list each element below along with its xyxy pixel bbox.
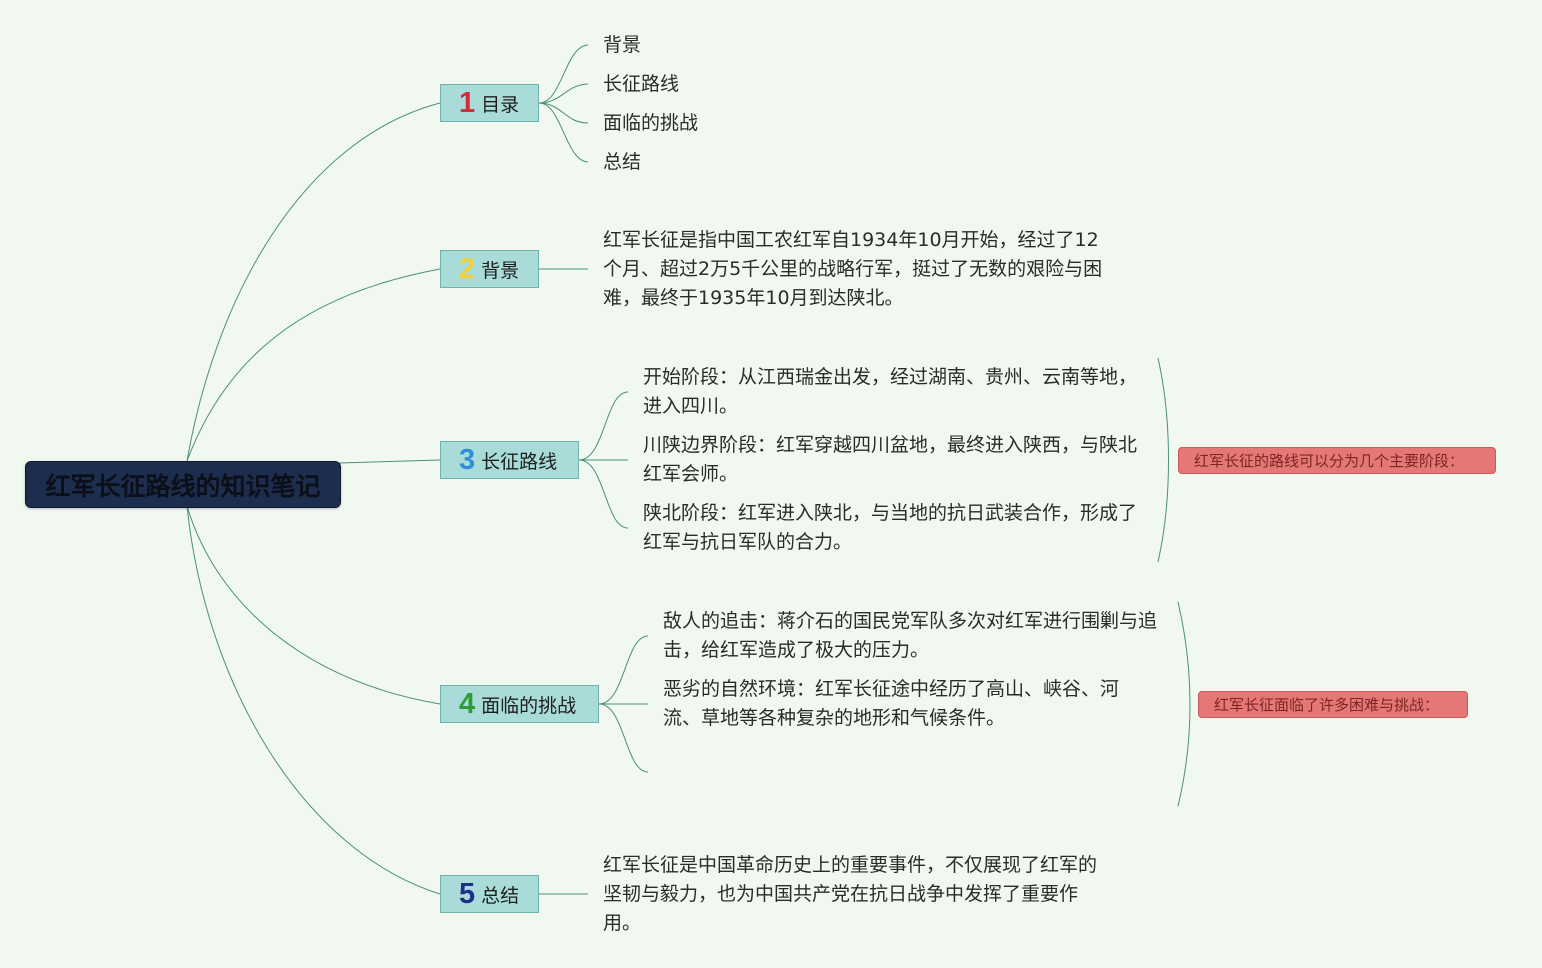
- subtopic-item[interactable]: 总结: [603, 151, 642, 173]
- link-t1-item4: [538, 102, 589, 163]
- paragraph: 红军长征是指中国工农红军自1934年10月开始，经过了12个月、超过2万5千公里…: [603, 229, 1103, 309]
- subtopic-item[interactable]: 敌人的追击：蒋介石的国民党军队多次对红军进行围剿与追击，给红军造成了极大的压力。: [663, 607, 1168, 665]
- topic-label: 面临的挑战: [481, 694, 577, 717]
- link-t1-item2: [538, 83, 589, 104]
- link-root-topic5: [186, 505, 441, 895]
- topic-label: 背景: [481, 259, 520, 282]
- topic-number-2: 2: [459, 252, 476, 285]
- paragraph: 恶劣的自然环境：红军长征途中经历了高山、峡谷、河流、草地等各种复杂的地形和气候条…: [663, 678, 1120, 729]
- subtopic-item[interactable]: 背景: [603, 34, 642, 56]
- summary-note-challenges[interactable]: 红军长征面临了许多困难与挑战：: [1198, 691, 1468, 718]
- subtopic-item[interactable]: 恶劣的自然环境：红军长征途中经历了高山、峡谷、河流、草地等各种复杂的地形和气候条…: [663, 675, 1153, 733]
- subtopic-item[interactable]: 川陕边界阶段：红军穿越四川盆地，最终进入陕西，与陕北红军会师。: [643, 431, 1148, 489]
- topic-background[interactable]: 2 背景: [440, 250, 539, 288]
- topic-label: 长征路线: [481, 450, 558, 473]
- topic-number-3: 3: [459, 443, 476, 476]
- root-topic[interactable]: 红军长征路线的知识笔记: [25, 461, 341, 508]
- link-t3-item3: [578, 459, 629, 529]
- link-t4-item3: [598, 703, 649, 773]
- link-root-topic4: [186, 505, 441, 705]
- subtopic-item[interactable]: 面临的挑战: [603, 112, 699, 134]
- paragraph: 敌人的追击：蒋介石的国民党军队多次对红军进行围剿与追击，给红军造成了极大的压力。: [663, 610, 1158, 661]
- link-root-topic1: [186, 102, 441, 462]
- summary-note-route[interactable]: 红军长征的路线可以分为几个主要阶段：: [1178, 447, 1496, 474]
- link-root-topic3: [338, 459, 441, 464]
- background-text[interactable]: 红军长征是指中国工农红军自1934年10月开始，经过了12个月、超过2万5千公里…: [603, 226, 1108, 313]
- topic-label: 目录: [481, 93, 520, 116]
- link-t1-item3: [538, 102, 589, 124]
- topic-contents[interactable]: 1 目录: [440, 84, 539, 122]
- summary-brace-4: [1177, 601, 1191, 807]
- link-root-topic2: [186, 268, 441, 462]
- topic-challenges[interactable]: 4 面临的挑战: [440, 685, 599, 723]
- topic-number-4: 4: [459, 687, 476, 720]
- paragraph: 川陕边界阶段：红军穿越四川盆地，最终进入陕西，与陕北红军会师。: [643, 434, 1138, 485]
- subtopic-item[interactable]: 陕北阶段：红军进入陕北，与当地的抗日武装合作，形成了红军与抗日军队的合力。: [643, 499, 1148, 557]
- paragraph: 红军长征是中国革命历史上的重要事件，不仅展现了红军的坚韧与毅力，也为中国共产党在…: [603, 854, 1098, 934]
- summary-brace-3: [1157, 357, 1169, 563]
- summary-text[interactable]: 红军长征是中国革命历史上的重要事件，不仅展现了红军的坚韧与毅力，也为中国共产党在…: [603, 851, 1108, 938]
- link-t4-item1: [598, 635, 649, 705]
- subtopic-item[interactable]: 开始阶段：从江西瑞金出发，经过湖南、贵州、云南等地，进入四川。: [643, 363, 1148, 421]
- topic-number-5: 5: [459, 877, 476, 910]
- paragraph: 陕北阶段：红军进入陕北，与当地的抗日武装合作，形成了红军与抗日军队的合力。: [643, 502, 1138, 553]
- subtopic-item[interactable]: 长征路线: [603, 73, 680, 95]
- topic-number-1: 1: [459, 86, 476, 119]
- topic-summary[interactable]: 5 总结: [440, 875, 539, 913]
- paragraph: 开始阶段：从江西瑞金出发，经过湖南、贵州、云南等地，进入四川。: [643, 366, 1138, 417]
- link-t1-item1: [538, 44, 589, 104]
- topic-route[interactable]: 3 长征路线: [440, 441, 579, 479]
- topic-label: 总结: [481, 884, 520, 907]
- link-t3-item1: [578, 391, 629, 461]
